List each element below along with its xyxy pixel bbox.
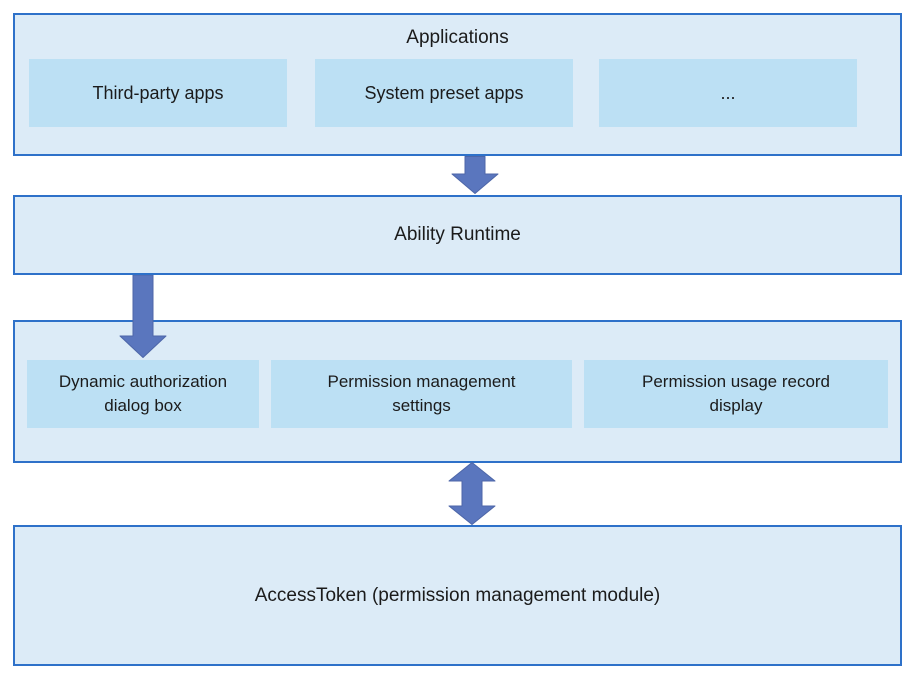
third-party-apps-box: Third-party apps: [29, 59, 287, 127]
dynamic-authorization-dialog-label: Dynamic authorization dialog box: [58, 372, 228, 415]
more-apps-ellipsis-label: ...: [720, 82, 736, 103]
permission-management-settings-label: Permission management settings: [327, 372, 516, 415]
dynamic-authorization-dialog-box: Dynamic authorization dialog box: [27, 360, 259, 428]
system-preset-apps-label: System preset apps: [364, 82, 524, 103]
third-party-apps-label: Third-party apps: [92, 82, 224, 103]
applications-layer-title: Applications: [406, 27, 509, 48]
down-arrow-icon: [451, 156, 499, 194]
double-vertical-arrow-icon: [448, 462, 496, 525]
access-token-layer: AccessToken (permission management modul…: [13, 525, 902, 666]
down-arrow-icon: [119, 275, 167, 358]
ability-runtime-label: Ability Runtime: [394, 224, 521, 245]
permission-management-settings-box: Permission management settings: [271, 360, 572, 428]
ability-runtime-layer: Ability Runtime: [13, 195, 902, 275]
permission-usage-record-label: Permission usage record display: [641, 372, 831, 415]
applications-layer: Applications Third-party apps System pre…: [13, 13, 902, 156]
permission-ui-layer: Dynamic authorization dialog box Permiss…: [13, 320, 902, 463]
more-apps-ellipsis-box: ...: [599, 59, 857, 127]
access-token-label: AccessToken (permission management modul…: [254, 584, 661, 606]
system-preset-apps-box: System preset apps: [315, 59, 573, 127]
permission-usage-record-box: Permission usage record display: [584, 360, 888, 428]
